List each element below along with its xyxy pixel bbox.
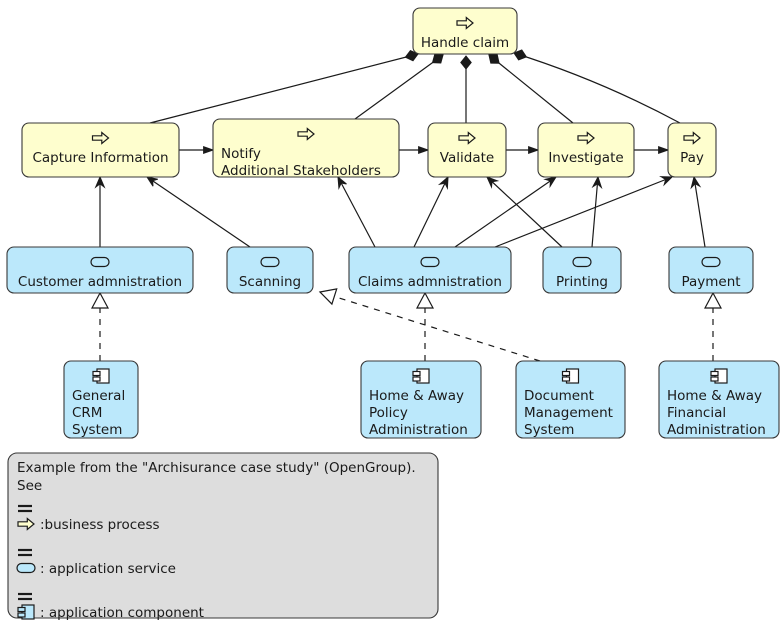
node-label-line: Administration — [667, 422, 766, 438]
legend-intro-line: See — [17, 478, 42, 494]
edge-layer — [91, 49, 722, 362]
node-label-line: CRM — [72, 405, 102, 421]
edge-serving — [337, 175, 376, 248]
node-scanning[interactable]: Scanning — [226, 246, 314, 294]
node-validate[interactable]: Validate — [427, 122, 507, 178]
edge-flow — [179, 145, 215, 155]
application-service-icon — [260, 256, 280, 268]
legend-separator — [18, 548, 32, 557]
node-label-line: System — [524, 422, 574, 438]
application-component-icon — [561, 368, 580, 384]
node-claims-admnistration[interactable]: Claims admnistration — [348, 246, 512, 294]
node-pay[interactable]: Pay — [667, 122, 717, 178]
legend-entry-label: : application service — [40, 561, 176, 577]
legend-entry-label: :business process — [40, 517, 160, 533]
application-service-icon — [572, 256, 592, 268]
node-label-line: Customer admnistration — [18, 274, 182, 290]
edge-composition — [460, 55, 472, 123]
node-label-line: Notify — [221, 146, 261, 162]
node-label-line: Financial — [667, 405, 726, 421]
application-service-icon — [90, 256, 110, 268]
edge-serving — [591, 175, 603, 248]
node-label-line: Home & Away — [369, 388, 464, 404]
node-label-line: Validate — [440, 150, 494, 166]
node-label-line: Management — [524, 405, 613, 421]
edge-composition — [149, 49, 419, 124]
edge-flow — [634, 145, 670, 155]
node-handle-claim[interactable]: Handle claim — [412, 7, 518, 55]
node-printing[interactable]: Printing — [542, 246, 622, 294]
legend-separator — [18, 504, 32, 513]
edge-serving — [94, 175, 106, 247]
business-process-icon — [456, 16, 474, 30]
node-label-line: Administration — [369, 422, 468, 438]
application-component-icon — [17, 604, 35, 620]
application-service-icon — [701, 256, 721, 268]
business-process-icon — [577, 131, 595, 145]
node-label-line: Capture Information — [32, 150, 168, 166]
node-label-line: Claims admnistration — [358, 274, 502, 290]
edge-serving — [486, 176, 563, 248]
business-process-icon — [683, 131, 701, 145]
edge-serving — [494, 176, 674, 248]
node-label-line: Document — [524, 388, 594, 404]
business-process-icon — [297, 127, 315, 141]
node-payment[interactable]: Payment — [668, 246, 754, 294]
edge-realization — [704, 291, 722, 361]
node-label-line: General — [72, 388, 125, 404]
node-investigate[interactable]: Investigate — [537, 122, 635, 178]
edge-serving — [690, 175, 706, 248]
business-process-icon — [17, 517, 35, 531]
node-label-line: Pay — [680, 150, 704, 166]
node-label-line: System — [72, 422, 122, 438]
business-process-icon — [91, 131, 110, 145]
edge-realization — [91, 291, 109, 361]
edge-composition — [513, 49, 681, 124]
node-label-line: Home & Away — [667, 388, 762, 404]
node-label-line: Scanning — [239, 274, 301, 290]
edge-serving — [413, 175, 449, 248]
edge-flow — [506, 145, 540, 155]
node-label-line: Policy — [369, 405, 408, 421]
legend-layer: Example from the "Archisurance case stud… — [7, 452, 439, 621]
application-component-icon — [710, 368, 728, 384]
edge-composition — [488, 54, 574, 124]
edge-serving — [145, 176, 251, 248]
node-capture-information[interactable]: Capture Information — [21, 122, 180, 178]
node-customer-admnistration[interactable]: Customer admnistration — [6, 246, 194, 294]
application-component-icon — [412, 368, 430, 384]
legend-intro-line: Example from the "Archisurance case stud… — [17, 460, 416, 476]
application-service-icon — [16, 562, 36, 574]
node-label-line: Payment — [681, 274, 740, 290]
edge-serving — [454, 176, 558, 248]
edge-realization — [416, 291, 434, 361]
edge-flow — [399, 145, 430, 155]
application-component-icon — [92, 368, 110, 384]
node-label-line: Additional Stakeholders — [221, 163, 381, 179]
edge-realization — [318, 288, 541, 362]
business-process-icon — [458, 131, 476, 145]
node-label-line: Printing — [556, 274, 608, 290]
node-label-line: Investigate — [548, 150, 623, 166]
edge-composition — [354, 54, 444, 120]
application-service-icon — [420, 256, 440, 268]
node-label-line: Handle claim — [421, 35, 509, 51]
legend-note: Example from the "Archisurance case stud… — [7, 452, 439, 621]
legend-separator — [18, 592, 32, 601]
legend-entry-label: : application component — [40, 605, 204, 621]
